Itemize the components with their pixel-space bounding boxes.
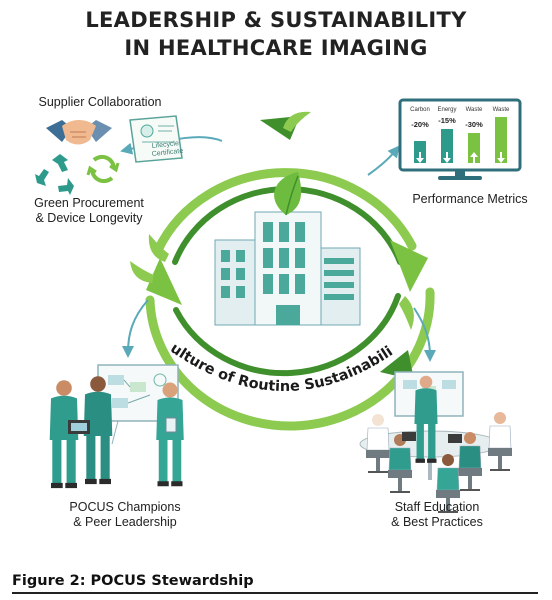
metric-value-0: -20% <box>411 120 429 129</box>
staff-education-label: Staff Education & Best Practices <box>372 500 502 530</box>
performance-metrics-label: Performance Metrics <box>412 192 528 206</box>
metric-name-0: Carbon <box>410 107 430 113</box>
metric-arrow-1 <box>443 152 451 163</box>
metric-name-3: Waste <box>493 107 510 113</box>
pocus-person-2 <box>83 376 113 485</box>
tablet <box>165 417 177 433</box>
certificate-line-2: Certificate <box>151 148 183 158</box>
laptop-1 <box>402 432 416 441</box>
ultrasound-screen <box>71 423 87 431</box>
cycle-arrows-icon <box>86 154 120 184</box>
metric-bar-2 <box>468 133 480 163</box>
metric-arrow-2 <box>470 152 478 163</box>
staff-seated-1 <box>388 434 412 493</box>
green-procurement-line-1: Green Procurement <box>34 196 144 210</box>
metric-arrow-3 <box>497 152 505 163</box>
metric-arrow-0 <box>416 152 424 163</box>
leaf-icon <box>274 172 302 216</box>
recycle-icon <box>35 154 74 195</box>
staff-education-illustration <box>366 375 512 513</box>
figure-caption: Figure 2: POCUS Stewardship <box>12 573 254 589</box>
pocus-champions-line-2: & Peer Leadership <box>73 515 177 529</box>
certificate-icon: Lifecycle Certificate <box>129 115 184 163</box>
staff-seated-3 <box>488 412 512 471</box>
laptop-2 <box>448 434 462 443</box>
caption-rule <box>12 592 538 594</box>
arrowhead-left <box>146 258 182 305</box>
metric-name-2: Waste <box>466 107 483 113</box>
staff-education-line-2: & Best Practices <box>391 515 483 529</box>
staff-seated-0 <box>366 414 390 473</box>
pocus-champions-line-1: POCUS Champions <box>69 500 181 514</box>
staff-seated-4 <box>436 454 460 513</box>
supplier-collaboration-label: Supplier Collaboration <box>38 95 162 109</box>
monitor-icon <box>398 98 522 180</box>
pocus-champions-illustration <box>49 376 184 489</box>
pocus-champions-label: POCUS Champions & Peer Leadership <box>60 500 190 530</box>
metrics-panel: Carbon -20% Energy -15% Waste -30% Waste <box>410 107 510 163</box>
metric-bar-1 <box>441 129 453 163</box>
metric-value-1: -15% <box>438 116 456 125</box>
pocus-person-1 <box>49 380 79 489</box>
title-line-1: LEADERSHIP & SUSTAINABILITY <box>85 8 467 32</box>
staff-presenter <box>414 375 438 463</box>
arrowhead-right <box>390 240 428 292</box>
green-procurement-label: Green Procurement & Device Longevity <box>24 196 154 226</box>
certificate-line-1: Lifecycle <box>151 140 179 150</box>
metric-bar-3 <box>495 117 507 163</box>
green-procurement-line-2: & Device Longevity <box>35 211 143 225</box>
metric-value-2: -30% <box>465 120 483 129</box>
hospital-building-icon <box>214 172 361 326</box>
metric-name-1: Energy <box>437 107 456 113</box>
staff-education-line-1: Staff Education <box>394 500 480 514</box>
title-line-2: IN HEALTHCARE IMAGING <box>124 36 428 60</box>
staff-seated-2 <box>458 432 482 491</box>
handshake-icon <box>46 120 112 145</box>
